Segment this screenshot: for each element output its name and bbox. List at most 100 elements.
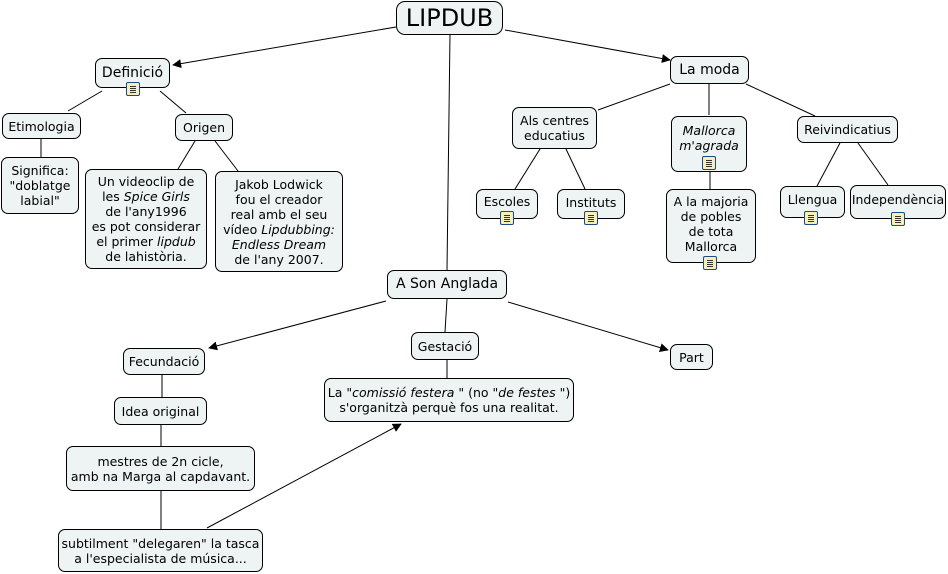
node-subtilment-line: subtilment "delegaren" la tasca bbox=[61, 535, 260, 551]
node-jakob-line: real amb el seu bbox=[230, 206, 328, 222]
node-comissio-line: s'organitzà perquè fos una realitat. bbox=[339, 400, 559, 415]
edge-definicio-origen bbox=[159, 90, 187, 114]
text-run-italic: Spice Girls bbox=[123, 189, 190, 204]
node-reivindicatius[interactable]: Reivindicatius bbox=[797, 116, 898, 143]
node-videoclip-line: les Spice Girls bbox=[102, 189, 190, 204]
node-lamoda-label: La moda bbox=[679, 61, 740, 78]
node-sonanglada-label: A Son Anglada bbox=[395, 276, 499, 292]
edge-lipdub-lamoda bbox=[504, 29, 671, 63]
node-jakob-line: fou el creador bbox=[235, 191, 323, 207]
document-icon[interactable] bbox=[584, 211, 598, 225]
node-significa-line: Significa: bbox=[11, 163, 69, 178]
edge-origen-jakob bbox=[214, 140, 239, 172]
node-escoles-label: Escoles bbox=[483, 194, 531, 209]
edge-lamoda-centres bbox=[597, 83, 671, 111]
document-icon[interactable] bbox=[891, 212, 905, 226]
node-centres-line: Als centres bbox=[520, 113, 589, 128]
node-jakob-line: de l'any 2007. bbox=[234, 251, 324, 267]
edge-definicio-etimologia bbox=[67, 90, 103, 112]
node-mestres-line: amb na Marga al capdavant. bbox=[70, 468, 251, 484]
node-origen-label: Origen bbox=[183, 120, 225, 135]
document-icon[interactable] bbox=[703, 256, 717, 270]
edge-lamoda-reivindicatius bbox=[745, 83, 816, 117]
edge-reivindicatius-llengua bbox=[816, 142, 841, 187]
node-jakob-line: Jakob Lodwick bbox=[235, 176, 323, 192]
node-subtilment-line: a l'especialista de música... bbox=[74, 550, 247, 566]
node-centres[interactable]: Als centres educatius bbox=[512, 107, 597, 149]
text-run: La " bbox=[327, 385, 353, 400]
node-videoclip-line: de l'any1996 bbox=[105, 204, 187, 219]
document-icon[interactable] bbox=[500, 211, 514, 225]
edge-centres-instituts bbox=[565, 148, 586, 190]
node-majoria-line: de tota bbox=[688, 224, 734, 239]
edge-origen-videoclip bbox=[177, 140, 196, 170]
edge-lipdub-sonanglada bbox=[446, 33, 451, 271]
node-definicio[interactable]: Definició bbox=[95, 58, 170, 88]
edge-sonanglada-gestacio bbox=[444, 298, 448, 333]
node-definicio-label: Definició bbox=[101, 64, 164, 81]
node-jakob[interactable]: Jakob Lodwick fou el creador real amb el… bbox=[215, 171, 343, 272]
edge-subtilment-comissio bbox=[206, 423, 402, 529]
node-gestacio[interactable]: Gestació bbox=[411, 332, 479, 360]
node-jakob-line: vídeo Lipdubbing: bbox=[223, 222, 335, 237]
node-mestres[interactable]: mestres de 2n cicle, amb na Marga al cap… bbox=[66, 446, 255, 491]
node-majoria-line: A la majoria bbox=[673, 194, 749, 209]
node-fecundacio-label: Fecundació bbox=[128, 354, 200, 369]
node-videoclip-line: Un videoclip de bbox=[97, 174, 195, 189]
edge-reivindicatius-independencia bbox=[857, 142, 889, 186]
node-idea-label: Idea original bbox=[121, 403, 200, 419]
node-mestres-line: mestres de 2n cicle, bbox=[97, 453, 224, 469]
document-icon[interactable] bbox=[804, 211, 818, 225]
node-reivindicatius-label: Reivindicatius bbox=[804, 122, 891, 137]
node-videoclip-line: el primer lipdub bbox=[96, 234, 195, 249]
node-gestacio-label: Gestació bbox=[417, 338, 473, 354]
edge-lipdub-definicio bbox=[172, 26, 397, 69]
text-run-italic: Lipdubbing: bbox=[261, 221, 335, 237]
document-icon[interactable] bbox=[126, 82, 140, 96]
node-majoria-line: Mallorca bbox=[684, 239, 738, 254]
node-videoclip[interactable]: Un videoclip de les Spice Girls de l'any… bbox=[85, 169, 207, 269]
node-idea[interactable]: Idea original bbox=[114, 397, 207, 425]
node-fecundacio[interactable]: Fecundació bbox=[123, 348, 205, 375]
text-run-italic: lipdub bbox=[157, 234, 196, 249]
node-centres-line: educatius bbox=[524, 128, 585, 143]
node-lipdub-label: LIPDUB bbox=[405, 4, 494, 32]
node-independencia-label: Independència bbox=[851, 192, 945, 207]
node-mallorca-line: m'agrada bbox=[679, 138, 739, 153]
node-etimologia-label: Etimologia bbox=[8, 118, 75, 134]
node-part-label: Part bbox=[679, 349, 704, 365]
node-llengua-label: Llengua bbox=[787, 192, 838, 207]
node-jakob-line: Endless Dream bbox=[231, 236, 327, 252]
text-run-italic: comissió festera bbox=[352, 385, 455, 400]
node-videoclip-line: de lahistòria. bbox=[105, 249, 187, 264]
node-part[interactable]: Part bbox=[670, 344, 713, 370]
node-lipdub[interactable]: LIPDUB bbox=[396, 1, 503, 35]
node-significa-line: "doblatge bbox=[9, 178, 71, 193]
text-run: " (no " bbox=[454, 385, 499, 400]
edge-centres-escoles bbox=[514, 148, 541, 190]
text-run-italic: de festes bbox=[498, 385, 556, 400]
node-significa[interactable]: Significa: "doblatge labial" bbox=[1, 157, 79, 214]
text-run: ") bbox=[555, 385, 571, 400]
node-instituts-label: Instituts bbox=[565, 195, 617, 210]
node-mallorca[interactable]: Mallorca m'agrada bbox=[671, 116, 747, 172]
node-origen[interactable]: Origen bbox=[175, 114, 233, 141]
node-significa-line: labial" bbox=[20, 193, 60, 208]
node-etimologia[interactable]: Etimologia bbox=[2, 113, 81, 139]
node-majoria[interactable]: A la majoria de pobles de tota Mallorca bbox=[666, 189, 756, 263]
text-run: les bbox=[102, 189, 124, 204]
document-icon[interactable] bbox=[702, 156, 716, 170]
node-comissio-line: La "comissió festera " (no "de festes ") bbox=[328, 385, 570, 400]
node-lamoda[interactable]: La moda bbox=[670, 56, 749, 84]
node-videoclip-line: es pot considerar bbox=[91, 219, 201, 234]
text-run: vídeo bbox=[223, 221, 262, 237]
edge-sonanglada-part bbox=[507, 301, 669, 352]
node-subtilment[interactable]: subtilment "delegaren" la tasca a l'espe… bbox=[58, 529, 263, 572]
node-mallorca-line: Mallorca bbox=[682, 123, 736, 138]
node-sonanglada[interactable]: A Son Anglada bbox=[387, 270, 507, 299]
node-majoria-line: de pobles bbox=[680, 209, 742, 224]
edge-sonanglada-fecundacio bbox=[208, 300, 387, 351]
text-run: el primer bbox=[96, 234, 157, 249]
node-comissio[interactable]: La "comissió festera " (no "de festes ")… bbox=[324, 378, 574, 422]
